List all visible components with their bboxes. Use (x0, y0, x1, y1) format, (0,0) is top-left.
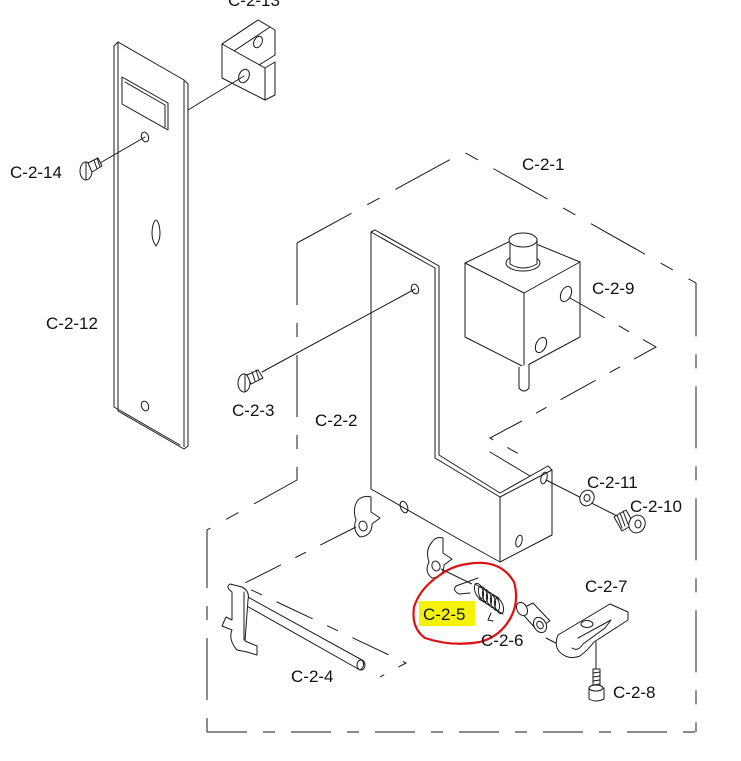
part-c-2-5-spring[interactable] (454, 577, 506, 622)
label-c-2-12: C-2-12 (46, 314, 98, 333)
label-c-2-8: C-2-8 (613, 683, 656, 702)
spring-coils (473, 582, 505, 615)
part-c-2-10-screw[interactable] (613, 509, 648, 536)
label-c-2-3: C-2-3 (232, 401, 275, 420)
part-c-2-14-screw[interactable] (79, 136, 146, 181)
part-c-2-2-bracket[interactable] (353, 229, 553, 579)
label-c-2-10: C-2-10 (630, 497, 682, 516)
highlight-circle (412, 561, 518, 645)
label-c-2-1: C-2-1 (522, 155, 565, 174)
part-c-2-13-bracket[interactable] (221, 19, 276, 101)
part-c-2-6-bushing[interactable] (514, 600, 551, 634)
part-c-2-4-shaft[interactable] (221, 526, 408, 678)
assembly-boundary (206, 151, 697, 733)
label-c-2-7: C-2-7 (585, 577, 628, 596)
label-highlight (419, 601, 475, 626)
part-c-2-12-plate[interactable] (113, 41, 245, 450)
part-c-2-9-switch[interactable] (464, 232, 658, 461)
label-c-2-13: C-2-13 (228, 0, 280, 10)
part-c-2-8-screw[interactable] (588, 668, 605, 702)
label-c-2-11: C-2-11 (587, 473, 638, 492)
label-c-2-6: C-2-6 (481, 631, 524, 650)
part-c-2-3-screw[interactable] (237, 288, 416, 393)
label-c-2-14: C-2-14 (10, 163, 62, 182)
label-c-2-5: C-2-5 (423, 605, 466, 624)
label-c-2-2: C-2-2 (315, 411, 358, 430)
part-c-2-7-lever[interactable] (555, 603, 629, 689)
label-c-2-4: C-2-4 (291, 667, 334, 686)
part-c-2-11-washer[interactable] (545, 479, 626, 521)
label-c-2-9: C-2-9 (592, 279, 635, 298)
